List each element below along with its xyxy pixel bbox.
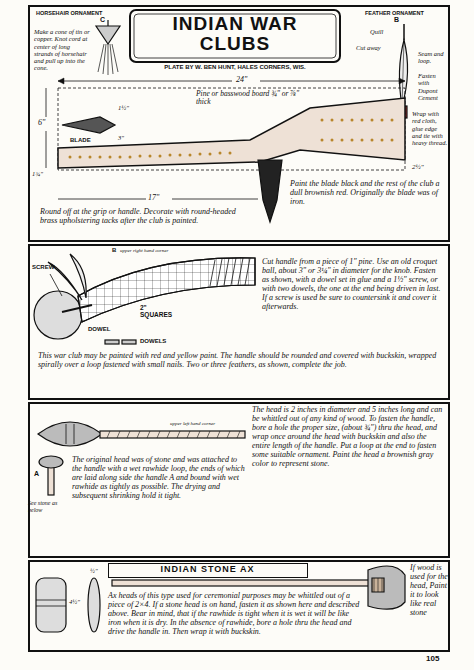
part-label: BLADE [70, 137, 104, 144]
part-label: DOWELS [140, 338, 180, 345]
note-label: Wrap with red cloth, glue edge and tie w… [412, 110, 448, 146]
note-text: This war club may be painted with red an… [38, 352, 446, 370]
dimension-label: 6" [38, 119, 54, 128]
page-title: INDIAN WAR CLUBS [142, 14, 328, 54]
note-label: Quill [370, 28, 396, 35]
dimension-label: 2½" [412, 164, 434, 172]
dimension-label: 24" [236, 76, 258, 85]
note-text: Cut handle from a piece of 1" pine. Use … [262, 258, 444, 312]
section-heading: INDIAN STONE AX [109, 564, 306, 574]
part-label: FEATHER ORNAMENT [365, 10, 445, 16]
note-label: Seam and loop. [418, 50, 448, 65]
note-text: Ax heads of this type used for ceremonia… [108, 592, 360, 637]
part-label: DOWEL [88, 326, 122, 333]
dimension-label: 1½" [118, 104, 136, 111]
dimension-label: 4½" [69, 598, 87, 605]
part-label: B [394, 16, 404, 24]
plate-panel: Cut handle from a piece of 1" pine. Use … [28, 244, 450, 400]
part-label: A [34, 470, 44, 478]
note-text: If wood is used for the head, Paint it t… [410, 564, 448, 618]
part-label: PLATE BY W. BEN HUNT, HALES CORNERS, WIS… [130, 64, 340, 71]
part-label: SCREW [32, 264, 66, 271]
note-text: Round off at the grip or handle. Decorat… [40, 208, 255, 226]
note-label: Cut away [356, 44, 392, 51]
part-label: HORSEHAIR ORNAMENT [36, 10, 108, 16]
dimension-label: 1¾" [32, 170, 50, 177]
dimension-label: 105 [426, 655, 450, 664]
part-label: C [100, 16, 110, 24]
dimension-label: 17" [148, 194, 170, 203]
note-label: Fasten with Dupont Cement [418, 72, 448, 101]
dimension-label: 3" [118, 134, 132, 141]
dimension-label: 2" SQUARES [140, 304, 176, 319]
heading-band: INDIAN STONE AX [108, 563, 308, 578]
part-label: B [112, 247, 120, 254]
note-text: Paint the blade black and the rest of th… [290, 180, 440, 207]
note-label: upper left hand corner [170, 421, 250, 427]
dimension-label: ½" [90, 567, 106, 574]
plate-panel: The head is 2 inches in diameter and 5 i… [28, 402, 450, 558]
plate-panel: Paint the blade black and the rest of th… [28, 5, 450, 242]
note-label: upper right hand corner [120, 248, 210, 254]
note-label: See stone as below [28, 500, 68, 513]
note-label: Pine or basswood board ¾" or ⅞" thick [196, 90, 300, 107]
note-text: The head is 2 inches in diameter and 5 i… [252, 406, 446, 469]
note-label: Make a cone of tin or copper. Knot cord … [34, 28, 90, 72]
note-text: The original head was of stone and was a… [72, 456, 247, 501]
